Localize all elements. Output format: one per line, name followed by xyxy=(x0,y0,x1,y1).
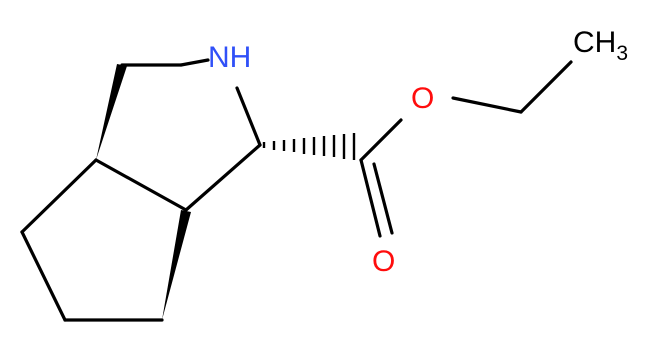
ester-oxygen-label: O xyxy=(411,82,434,115)
wedge-bonds xyxy=(96,64,191,320)
bond-c1-c5 xyxy=(20,158,98,234)
atom-labels: NH O O CH3 xyxy=(208,26,628,278)
wedge-bond-c1 xyxy=(96,64,127,160)
methyl-label: CH3 xyxy=(573,26,628,65)
carbonyl-oxygen-label: O xyxy=(372,245,395,278)
hash-bond xyxy=(262,133,356,160)
bond-carbonyl-o-1 xyxy=(359,158,382,238)
bond-carbonyl-o-2 xyxy=(372,162,394,235)
methyl-ch: CH xyxy=(573,26,616,59)
bond-cb-c2 xyxy=(94,158,188,212)
wedge-bond-c2 xyxy=(162,210,191,320)
bond-c3-c2 xyxy=(184,143,262,212)
bonds xyxy=(20,58,573,322)
bond-n-c3 xyxy=(235,86,262,147)
bond-oester-ch2 xyxy=(451,96,523,114)
nitrogen-label: NH xyxy=(208,41,251,74)
bond-c5-c4 xyxy=(20,230,67,322)
bond-c6-n xyxy=(179,58,210,67)
bond-ch2-ch3 xyxy=(519,60,573,114)
methyl-subscript: 3 xyxy=(616,42,628,65)
bond-carbonyl-oester xyxy=(359,118,403,162)
